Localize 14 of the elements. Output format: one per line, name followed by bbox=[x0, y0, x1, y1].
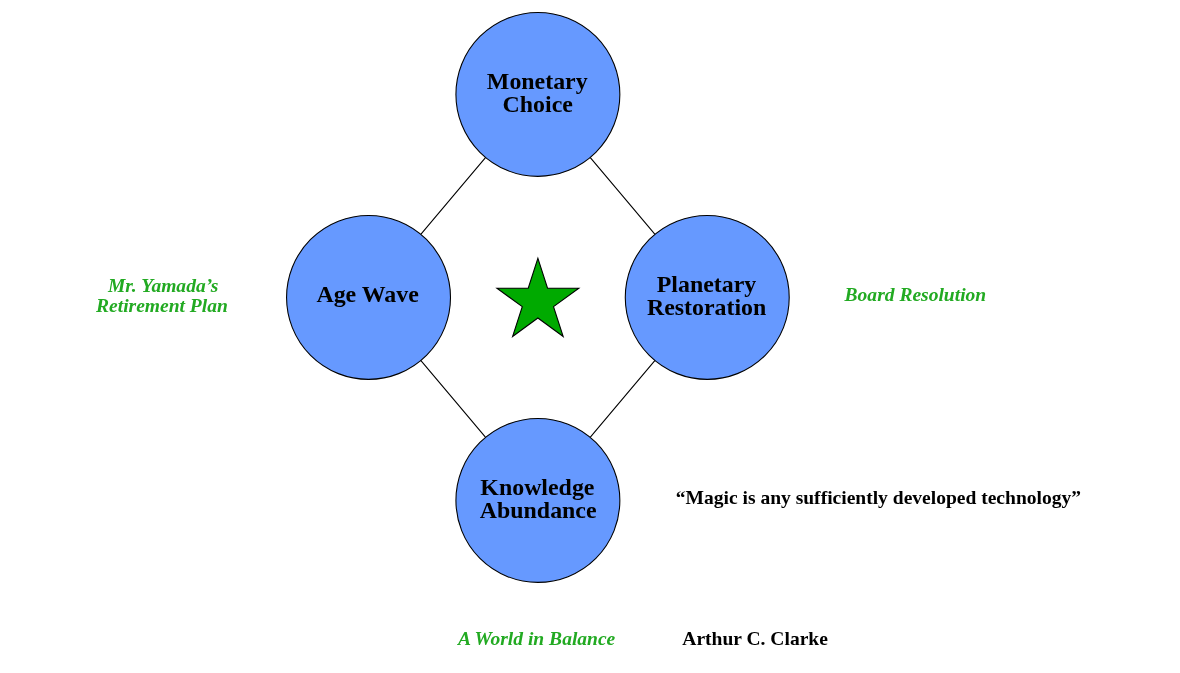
node-circle: Knowledge Abundance bbox=[455, 417, 621, 583]
connector bbox=[420, 360, 486, 438]
label: Mr. Yamada’s Retirement Plan bbox=[96, 275, 228, 316]
label: “Magic is any sufficiently developed technology” bbox=[675, 487, 1082, 509]
label: Board Resolution bbox=[844, 284, 987, 306]
label: Arthur C. Clarke bbox=[682, 627, 828, 649]
label: A World in Balance bbox=[458, 627, 616, 649]
node-star bbox=[495, 256, 581, 338]
node-circle: Age Wave bbox=[286, 214, 452, 380]
node-circle: Monetary Choice bbox=[455, 11, 621, 177]
connector bbox=[420, 157, 486, 235]
connector bbox=[589, 360, 656, 438]
connector bbox=[589, 157, 656, 235]
node-circle: Planetary Restoration bbox=[624, 214, 790, 380]
